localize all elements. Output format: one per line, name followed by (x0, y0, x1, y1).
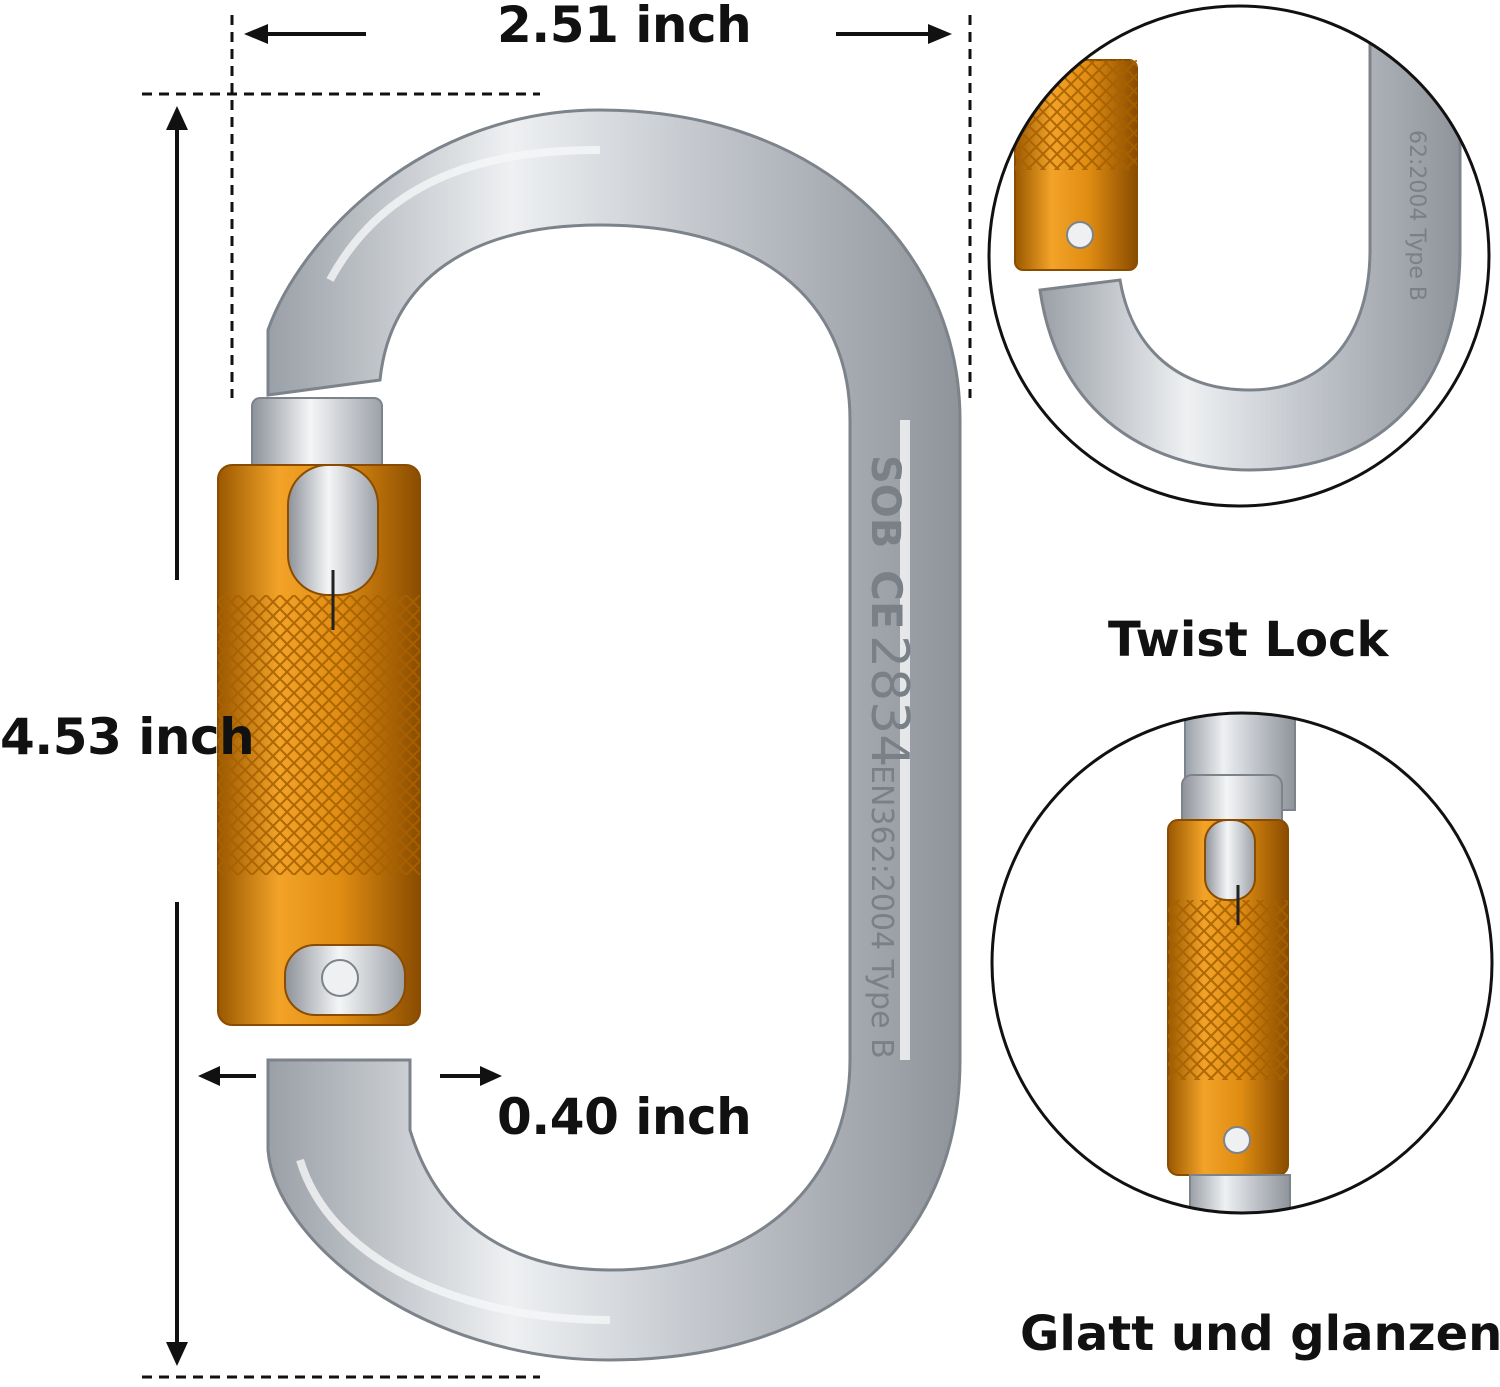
dimension-guides (142, 15, 972, 1379)
engraving-brand: SOB (862, 455, 908, 548)
gate-opening-label: 0.40 inch (497, 1088, 752, 1146)
svg-text:62:2004 Type B: 62:2004 Type B (1404, 130, 1429, 301)
engraving-mark: CE (862, 570, 911, 630)
height-arrows (166, 106, 188, 1366)
inset-caption-smooth: Glatt und glanzend (1020, 1306, 1500, 1362)
inset-smooth-finish (990, 711, 1494, 1215)
inset-twist-lock: 62:2004 Type B (987, 4, 1491, 508)
width-label: 2.51 inch (497, 0, 752, 54)
inset-caption-twist-lock: Twist Lock (1108, 612, 1389, 668)
width-arrows (244, 24, 952, 44)
carabiner-main: SOB CE 2834 EN362:2004 Type B (266, 108, 962, 1362)
height-label: 4.53 inch (0, 708, 255, 766)
gate-arrows (198, 1066, 502, 1086)
locking-sleeve (217, 464, 421, 1026)
engraving-number: 2834 (859, 635, 919, 767)
engraving-standard: EN362:2004 Type B (864, 765, 899, 1059)
